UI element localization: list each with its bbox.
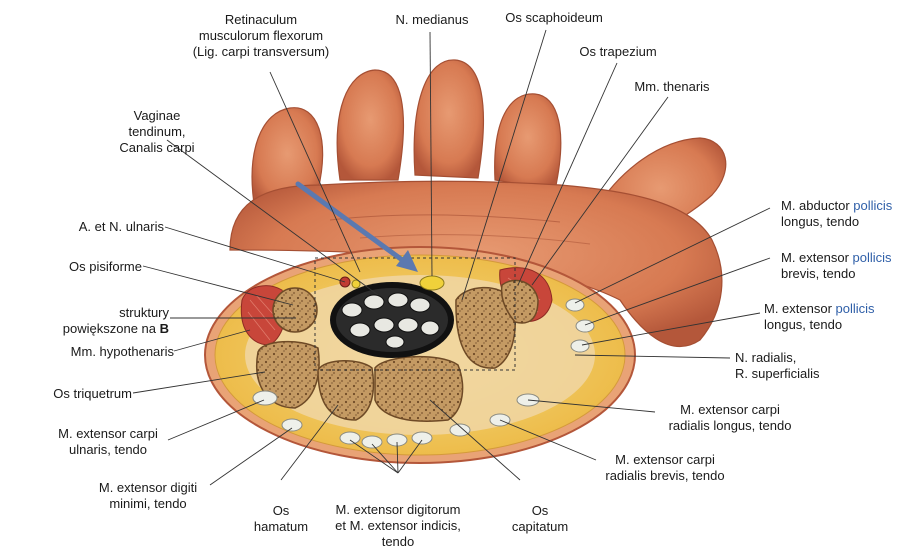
label-n-medianus: N. medianus: [384, 12, 480, 28]
label-os-pisiforme: Os pisiforme: [14, 259, 142, 275]
label-os-scaphoideum: Os scaphoideum: [494, 10, 614, 26]
label-mm-hypothenaris: Mm. hypothenaris: [14, 344, 174, 360]
label-os-trapezium: Os trapezium: [563, 44, 673, 60]
label-mm-thenaris: Mm. thenaris: [617, 79, 727, 95]
label-n-radialis: N. radialis,R. superficialis: [735, 350, 865, 382]
label-os-triquetrum: Os triquetrum: [14, 386, 132, 402]
label-a-n-ulnaris: A. et N. ulnaris: [14, 219, 164, 235]
